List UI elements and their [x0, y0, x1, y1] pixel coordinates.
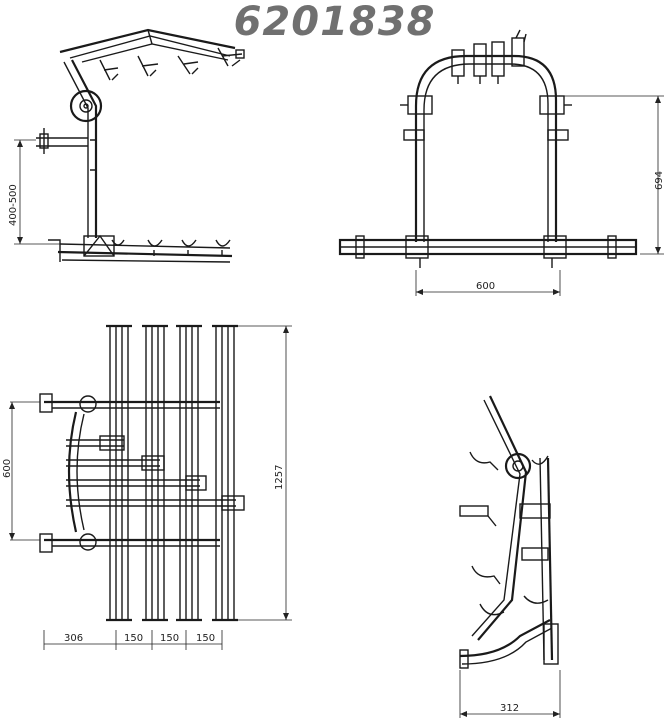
rear-view: 600 694	[338, 29, 665, 296]
rear-width-label: 600	[476, 281, 495, 292]
spacing-label-4: 150	[196, 633, 215, 644]
spacing-label-2: 150	[124, 633, 143, 644]
folded-view: 312	[459, 395, 561, 718]
spacing-label-3: 150	[160, 633, 179, 644]
folded-depth-label: 312	[500, 703, 519, 714]
top-view: 306 150 150 150 600 1257	[2, 324, 292, 650]
top-length-label: 1257	[274, 465, 285, 490]
spacing-label-1: 306	[64, 633, 83, 644]
rear-height-label: 694	[654, 171, 665, 190]
side-height-label: 400-500	[8, 184, 19, 226]
side-view: 400-500	[8, 28, 245, 263]
top-offset-label: 600	[2, 459, 13, 478]
drawing-title: 6201838	[233, 0, 436, 45]
